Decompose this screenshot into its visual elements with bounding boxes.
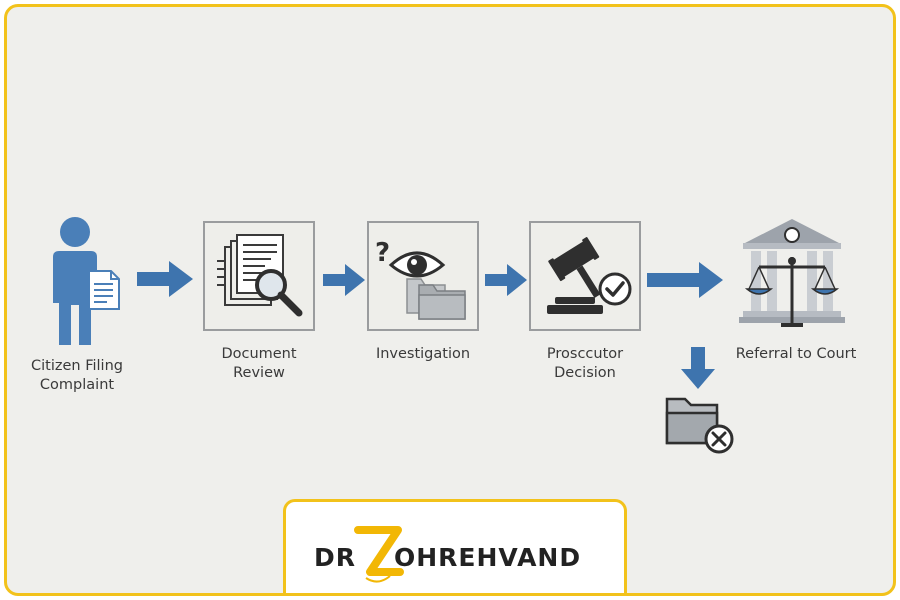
gavel-check-icon [547, 237, 632, 314]
step-box-document-review [203, 221, 315, 331]
dr-zohrehvand-logo: DR OHREHVAND [314, 526, 581, 583]
person-with-document-icon [45, 213, 125, 353]
flow-arrow-1 [137, 259, 197, 299]
step-label-court: Referral to Court [735, 346, 857, 362]
svg-text:OHREHVAND: OHREHVAND [394, 543, 581, 572]
step-label-document-review: Document Review [221, 346, 297, 381]
courthouse-scales-icon [737, 213, 847, 333]
step-box-investigation: ? [367, 221, 479, 331]
logo-box: DR OHREHVAND [283, 499, 627, 593]
step-label-prosecutor: Prosccutor Decision [546, 346, 624, 381]
step-box-prosecutor [529, 221, 641, 331]
step-label-investigation: Investigation [375, 346, 471, 362]
flow-arrow-3 [485, 263, 529, 297]
flow-arrow-4 [647, 261, 725, 299]
documents-magnifier-icon [217, 234, 303, 317]
eye-question-folder-icon: ? [375, 238, 466, 320]
diagram-frame: Citizen Filing Complaint [4, 4, 896, 596]
step-label-citizen: Citizen Filing Complaint [31, 358, 123, 393]
svg-text:?: ? [375, 238, 390, 268]
folder-x-icon [661, 393, 741, 459]
flow-arrow-2 [323, 263, 367, 297]
svg-text:DR: DR [314, 543, 356, 572]
flow-arrow-down [681, 347, 715, 391]
